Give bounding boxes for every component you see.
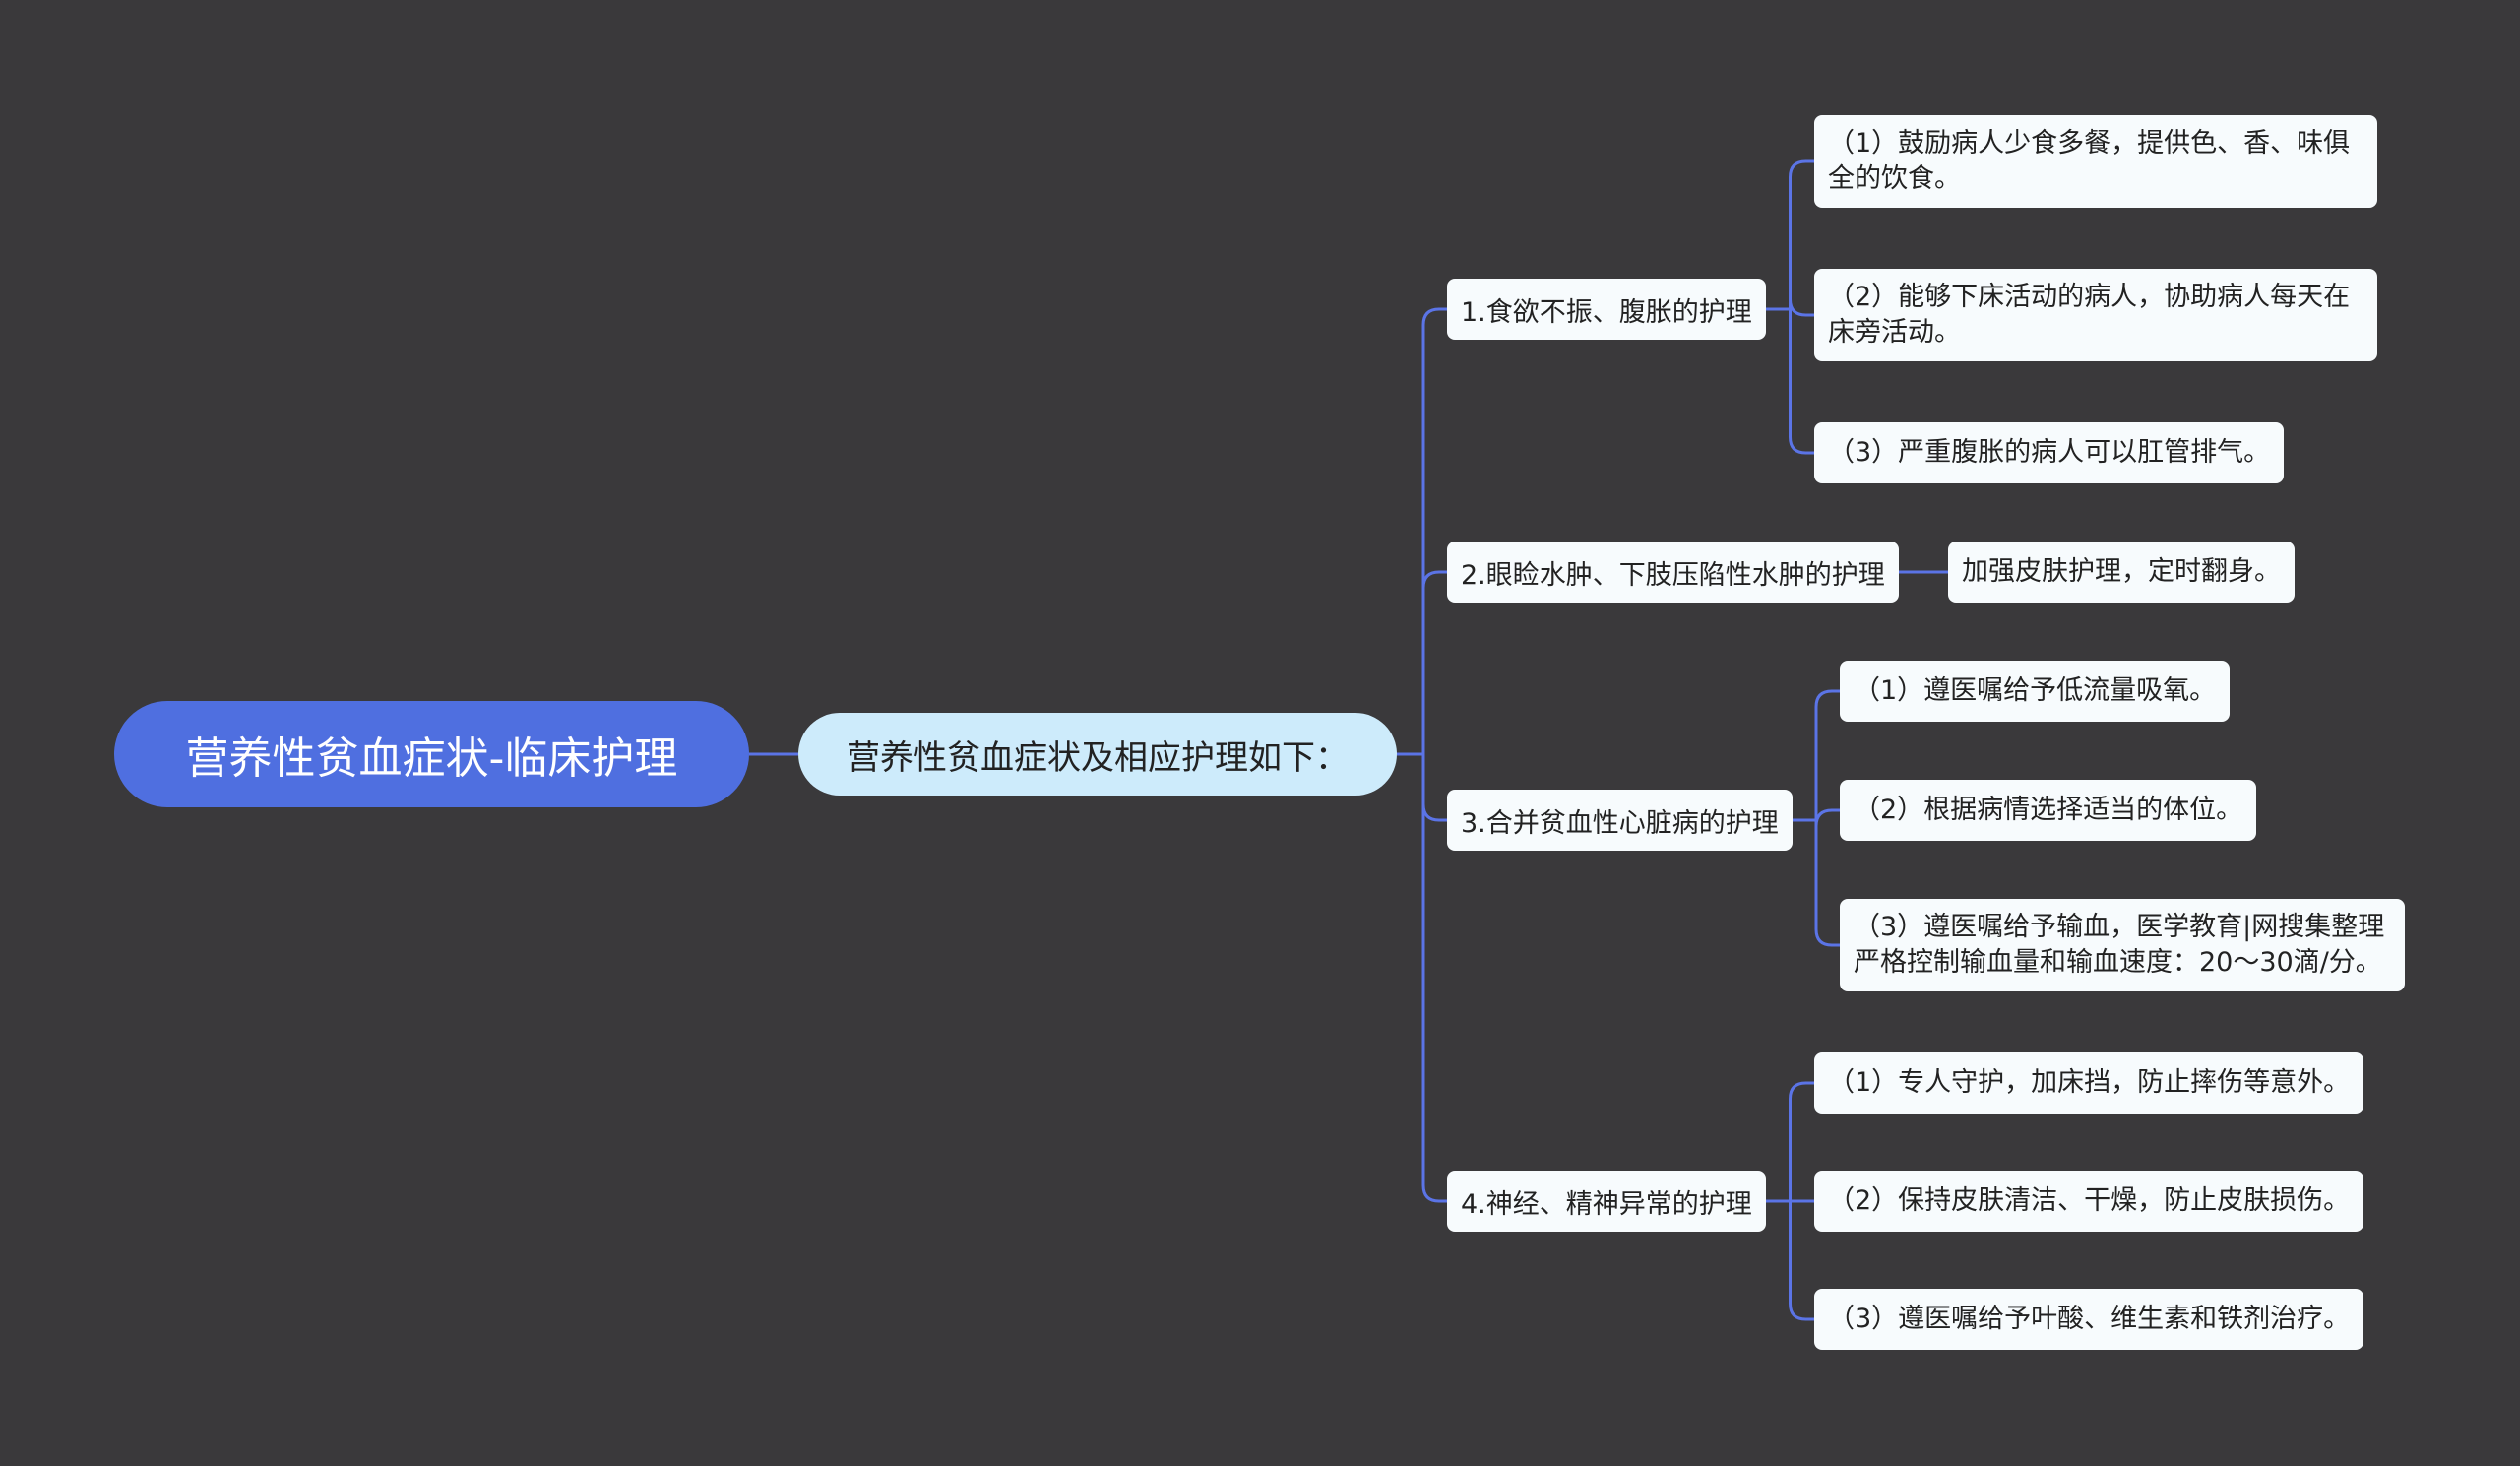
leaf-node-3-2[interactable]: （2）根据病情选择适当的体位。 (1840, 780, 2257, 841)
link-branch-1-leaf-3 (1766, 307, 1814, 455)
leaf-node-4-1[interactable]: （1）专人守护，加床挡，防止摔伤等意外。 (1814, 1052, 2364, 1114)
link-branch-3-leaf-3 (1793, 818, 1840, 947)
leaf-node-3-3[interactable]: （3）遵医嘱给予输血，医学教育|网搜集整理严格控制输血量和输血速度：20～30滴… (1840, 899, 2405, 991)
branch-node-4[interactable]: 4.神经、精神异常的护理 (1447, 1171, 1766, 1232)
leaf-node-1-1[interactable]: （1）鼓励病人少食多餐，提供色、香、味俱全的饮食。 (1814, 115, 2377, 208)
link-branch-4-leaf-1 (1766, 1081, 1814, 1203)
link-center-branch-4 (1397, 752, 1447, 1203)
leaf-node-2-1[interactable]: 加强皮肤护理，定时翻身。 (1948, 542, 2295, 603)
leaf-node-4-2[interactable]: （2）保持皮肤清洁、干燥，防止皮肤损伤。 (1814, 1171, 2364, 1232)
branch-node-2[interactable]: 2.眼睑水肿、下肢压陷性水肿的护理 (1447, 542, 1899, 603)
link-branch-3-leaf-1 (1793, 689, 1840, 822)
leaf-node-1-2[interactable]: （2）能够下床活动的病人，协助病人每天在床旁活动。 (1814, 269, 2377, 361)
link-center-branch-1 (1397, 307, 1447, 756)
link-center-branch-2 (1397, 570, 1447, 756)
leaf-node-4-3[interactable]: （3）遵医嘱给予叶酸、维生素和铁剂治疗。 (1814, 1289, 2364, 1350)
root-node[interactable]: 营养性贫血症状-临床护理 (114, 701, 749, 807)
leaf-node-1-3[interactable]: （3）严重腹胀的病人可以肛管排气。 (1814, 422, 2285, 483)
link-branch-1-leaf-1 (1766, 159, 1814, 311)
link-branch-4-leaf-3 (1766, 1199, 1814, 1321)
center-topic-node[interactable]: 营养性贫血症状及相应护理如下： (798, 713, 1397, 796)
branch-node-3[interactable]: 3.合并贫血性心脏病的护理 (1447, 790, 1793, 851)
link-branch-1-leaf-2 (1766, 298, 1814, 317)
leaf-node-3-1[interactable]: （1）遵医嘱给予低流量吸氧。 (1840, 661, 2231, 722)
branch-node-1[interactable]: 1.食欲不振、腹胀的护理 (1447, 279, 1766, 340)
